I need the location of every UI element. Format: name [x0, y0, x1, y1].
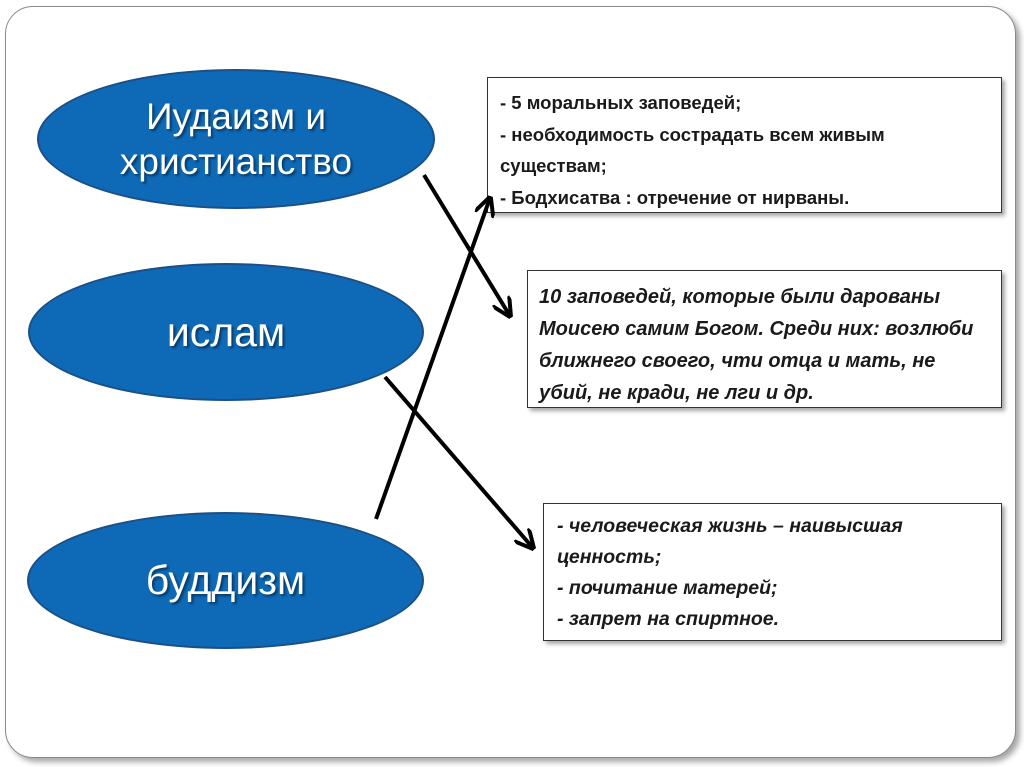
- box-line: 10 заповедей, которые были дарованы Моис…: [539, 286, 974, 404]
- islam-ellipse: ислам: [28, 263, 424, 401]
- judaism-christianity-ellipse: Иудаизм и христианство: [37, 69, 435, 209]
- box-line: - 5 моральных заповедей;: [500, 92, 742, 113]
- buddhism-precepts-box: - 5 моральных заповедей; - необходимость…: [487, 77, 1002, 213]
- box-line: - Бодхисатва : отречение от нирваны.: [500, 186, 850, 208]
- box-line: - почитание матерей;: [557, 577, 778, 599]
- box-line: - запрет на спиртное.: [557, 608, 780, 630]
- box-line: - человеческая жизнь – наивысшая ценност…: [557, 515, 903, 568]
- ten-commandments-box: 10 заповедей, которые были дарованы Моис…: [527, 270, 1002, 408]
- box-line: - необходимость сострадать всем живым су…: [500, 123, 885, 177]
- buddhism-ellipse: буддизм: [27, 512, 424, 649]
- judaism-christianity-label-line2: христианство: [119, 141, 353, 182]
- arrow-judaism-to-commandments: [422, 173, 510, 316]
- arrow-buddhism-to-precepts: [374, 198, 490, 520]
- judaism-christianity-label-line1: Иудаизм и: [145, 95, 327, 137]
- islam-values-box: - человеческая жизнь – наивысшая ценност…: [543, 503, 1002, 641]
- buddhism-label: буддизм: [145, 557, 306, 604]
- islam-label: ислам: [166, 308, 286, 355]
- arrow-islam-to-values: [383, 375, 533, 548]
